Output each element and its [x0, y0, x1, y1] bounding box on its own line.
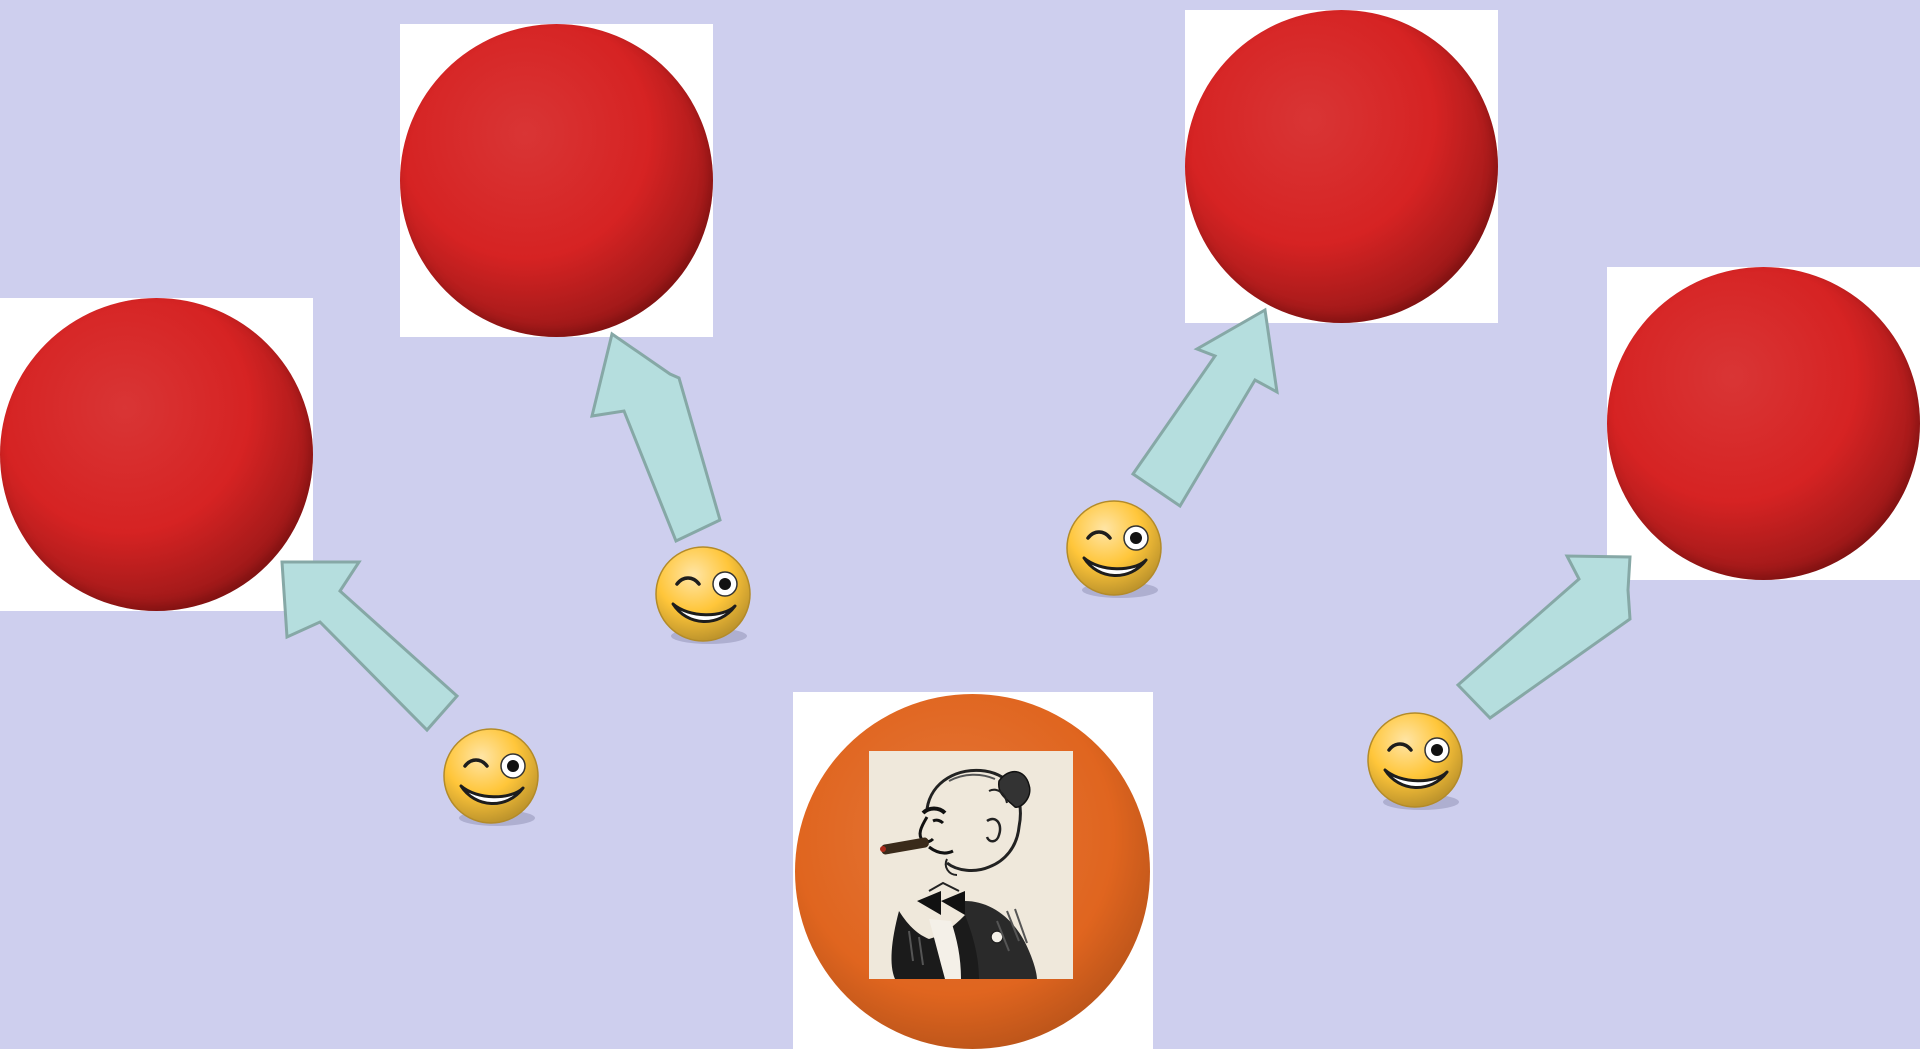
winking-eye: [463, 758, 489, 768]
ball-tile: [1607, 267, 1920, 580]
winking-face-icon: [443, 728, 539, 826]
ball-tile: [0, 298, 313, 611]
pupil: [1431, 744, 1443, 756]
winking-eye: [1387, 742, 1413, 752]
portrait-sketch: [880, 768, 1037, 979]
smiley-face: [1066, 500, 1162, 596]
winking-face-icon: [655, 546, 751, 644]
winking-face-icon: [1066, 500, 1162, 598]
smiley-face: [1367, 712, 1463, 808]
smiley-face: [443, 728, 539, 824]
winking-eye: [1086, 530, 1112, 540]
ball-tile: [400, 24, 713, 337]
winking-face-icon: [1367, 712, 1463, 810]
winking-eye: [675, 576, 701, 586]
arrow-to-left-ball: [280, 560, 460, 733]
smile-mouth: [1383, 768, 1449, 789]
red-ball: [1185, 10, 1498, 323]
red-ball: [1607, 267, 1920, 580]
arrow-to-upper-right-ball: [1130, 307, 1279, 509]
cigar-smoking-man-portrait: [869, 751, 1073, 979]
red-ball: [400, 24, 713, 337]
pupil: [1130, 532, 1142, 544]
pupil: [507, 760, 519, 772]
center-tile: [793, 692, 1153, 1049]
ball-tile: [1185, 10, 1498, 323]
smiley-face: [655, 546, 751, 642]
red-ball: [0, 298, 313, 611]
arrow-to-right-ball: [1455, 554, 1632, 720]
arrow-to-upper-left-ball: [590, 331, 722, 544]
smile-mouth: [459, 784, 525, 805]
smile-mouth: [671, 602, 737, 623]
pupil: [719, 578, 731, 590]
smile-mouth: [1082, 556, 1148, 577]
